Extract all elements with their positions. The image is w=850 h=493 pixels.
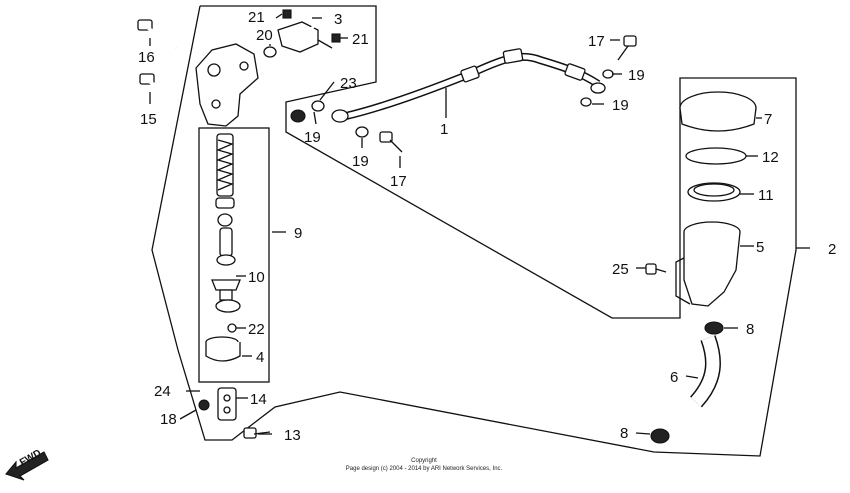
- hose-fitting-left: [331, 109, 349, 123]
- washer-19-d: [580, 97, 592, 107]
- label-part-9: 9: [294, 225, 302, 242]
- label-part-8-upper: 8: [746, 321, 754, 338]
- cap-23: [290, 109, 306, 123]
- copyright-line-1: Copyright: [411, 458, 437, 464]
- label-part-11: 11: [758, 187, 774, 204]
- label-part-14: 14: [250, 391, 267, 408]
- piston-spring: [216, 133, 234, 197]
- piston-rod: [219, 227, 233, 257]
- label-part-5: 5: [756, 239, 764, 256]
- label-part-13: 13: [284, 427, 301, 444]
- nut-18: [198, 399, 210, 411]
- copyright-line-2: Page design (c) 2004 - 2014 by ARI Netwo…: [346, 466, 503, 472]
- label-part-15: 15: [140, 111, 157, 128]
- label-part-17-upper: 17: [588, 33, 605, 50]
- bolt-13: [243, 427, 271, 439]
- label-part-17-lower: 17: [390, 173, 407, 190]
- label-part-19-d: 19: [612, 97, 629, 114]
- brake-hose-1: [345, 48, 601, 120]
- joint-14: [217, 387, 237, 421]
- label-part-4: 4: [256, 349, 264, 366]
- piston-set-box: [198, 127, 270, 383]
- label-part-19-a: 19: [304, 129, 321, 146]
- circlip-ring: [215, 299, 241, 313]
- bolt-15: [139, 73, 179, 102]
- hose-fitting-right: [590, 82, 606, 94]
- label-part-20: 20: [256, 27, 273, 44]
- label-part-18: 18: [160, 411, 177, 428]
- banjo-bolt-17-upper: [617, 35, 637, 61]
- screw-21-right: [331, 33, 341, 43]
- o-ring-20: [263, 46, 277, 58]
- reservoir-hose-6: [689, 335, 721, 408]
- piston-head: [216, 254, 236, 266]
- secondary-cup: [217, 213, 233, 227]
- leader-lines: [149, 13, 810, 435]
- label-part-22: 22: [248, 321, 265, 338]
- hose-clip-8-lower: [650, 428, 670, 444]
- circlip-22: [227, 323, 237, 333]
- inlet-joint-3: [277, 15, 333, 53]
- label-part-12: 12: [762, 149, 779, 166]
- diaphragm-11: [687, 182, 741, 202]
- washer-19-c: [602, 69, 614, 79]
- dust-boot-4: [205, 336, 241, 362]
- label-part-7: 7: [764, 111, 772, 128]
- label-part-23: 23: [340, 75, 357, 92]
- piston-cup-upper: [215, 197, 235, 209]
- label-part-25: 25: [612, 261, 629, 278]
- washer-19-b: [355, 126, 369, 138]
- label-part-8-lower: 8: [620, 425, 628, 442]
- bolt-16: [137, 19, 178, 50]
- label-part-16: 16: [138, 49, 155, 66]
- label-part-19-b: 19: [352, 153, 369, 170]
- label-part-21-top: 21: [248, 9, 265, 26]
- hose-clip-8-upper: [704, 321, 724, 335]
- label-part-24: 24: [154, 383, 171, 400]
- banjo-bolt-17-lower: [379, 131, 403, 153]
- fwd-arrow-icon: FWD: [5, 448, 49, 481]
- label-part-10: 10: [248, 269, 265, 286]
- screw-25: [645, 263, 667, 275]
- label-part-1: 1: [440, 121, 448, 138]
- master-cylinder-body: [195, 43, 259, 127]
- plate-12: [685, 147, 747, 165]
- label-part-6: 6: [670, 369, 678, 386]
- label-part-3: 3: [334, 11, 342, 28]
- reservoir-tank-5: [675, 221, 741, 307]
- label-part-19-c: 19: [628, 67, 645, 84]
- master-cylinder-group-outline: [151, 5, 797, 457]
- push-rod-10: [211, 279, 241, 301]
- screw-21-top: [282, 9, 292, 19]
- washer-19-a: [311, 100, 325, 112]
- label-part-2: 2: [828, 241, 836, 258]
- reservoir-cap-7: [679, 91, 757, 132]
- label-part-21-right: 21: [352, 31, 369, 48]
